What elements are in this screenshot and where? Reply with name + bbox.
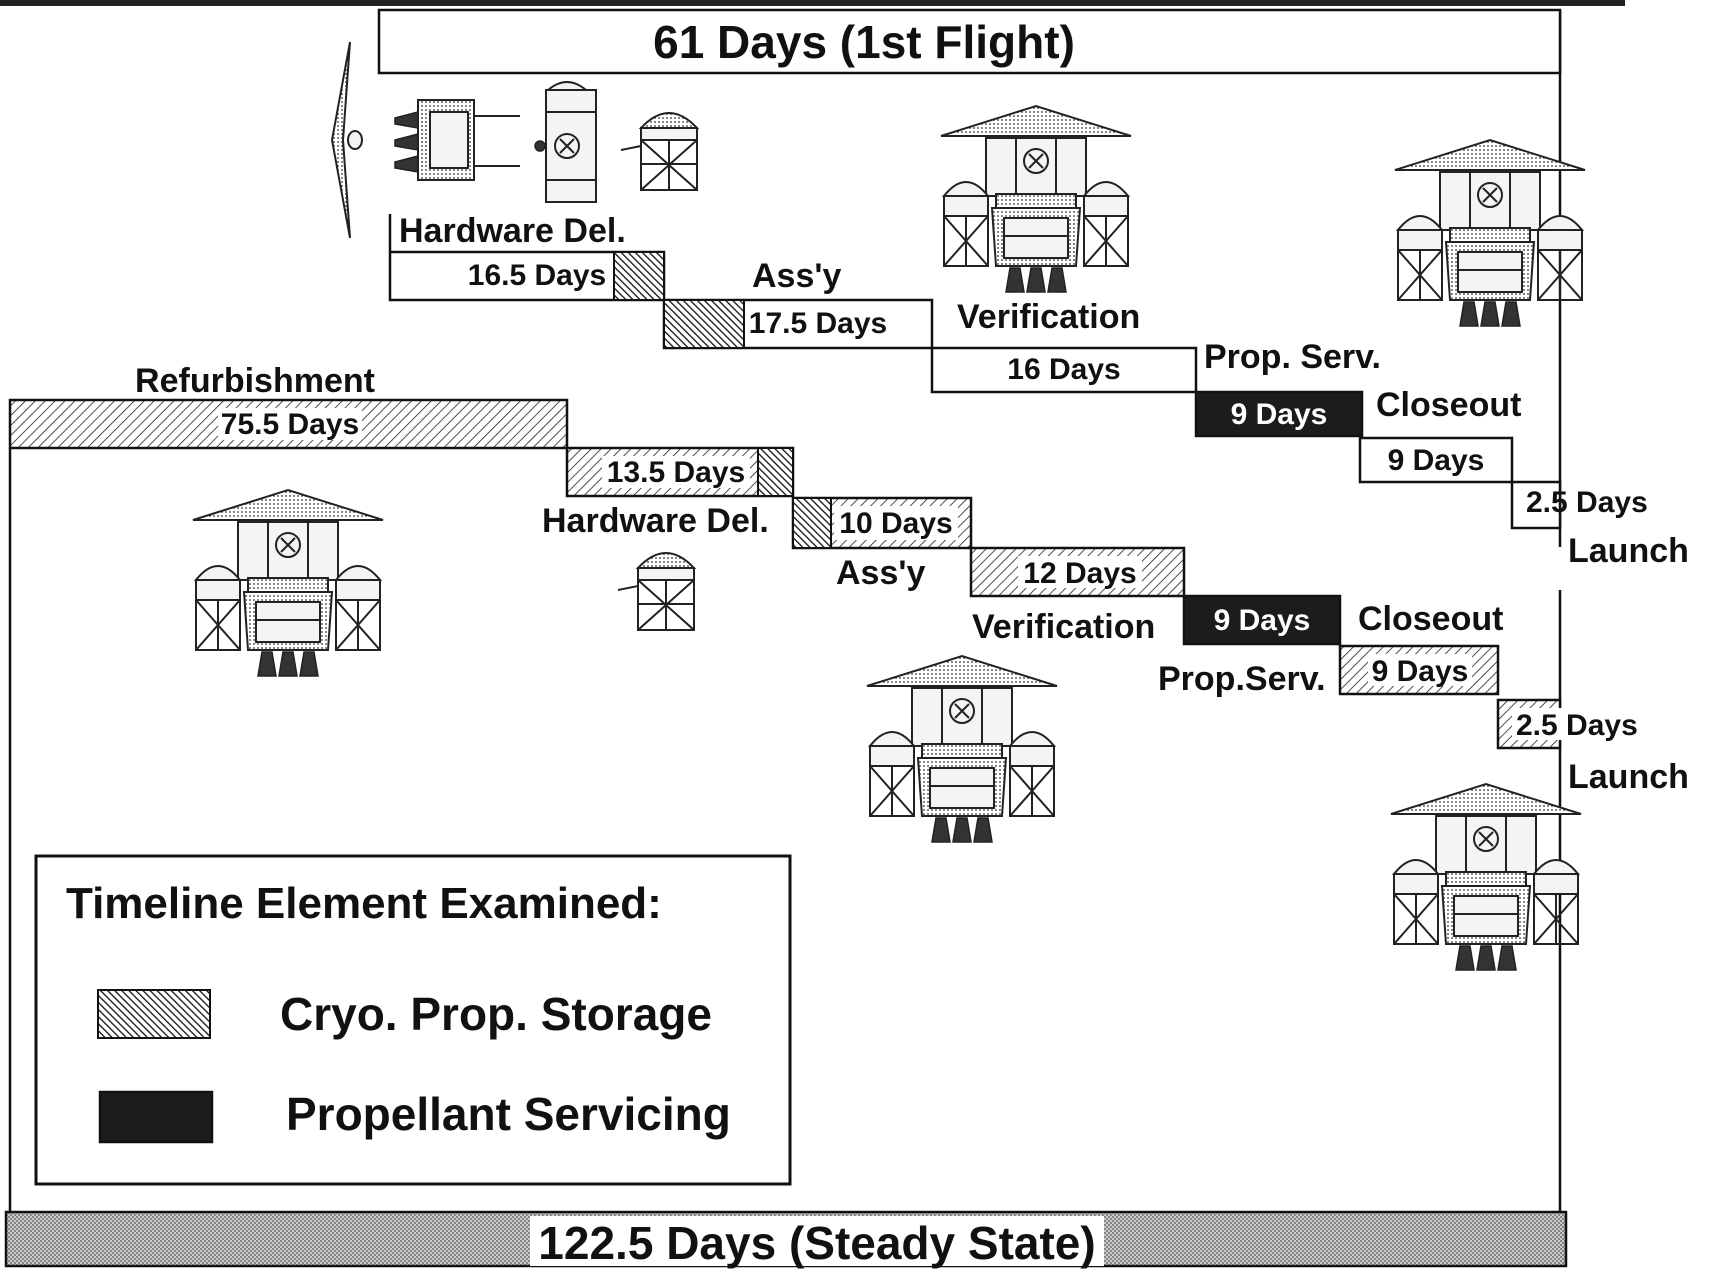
ss-hardware-del-cryo-segment: [757, 447, 794, 497]
ff-hardware-del-cryo-segment: [613, 251, 665, 301]
legend-swatch-propellant: [98, 1090, 214, 1144]
ff-verification-bar: [930, 346, 1198, 394]
lander-icon-refurbishment: [192, 489, 384, 677]
ff-hardware-del-label: Hardware Del.: [399, 212, 626, 250]
ff-prop-serv-days: 9 Days: [1231, 398, 1328, 431]
ss-refurbishment-label: Refurbishment: [135, 362, 375, 400]
ss-closeout-label: Closeout: [1358, 600, 1503, 638]
lander-icon-verification: [940, 105, 1132, 293]
ss-assy-cryo-segment: [792, 497, 832, 549]
propellant-tank-icon-ss: [617, 552, 695, 631]
ss-hardware-del-days: 13.5 Days: [607, 456, 745, 489]
first-flight-total-label: 61 Days (1st Flight): [653, 16, 1075, 68]
ff-prop-serv-bar: [1194, 390, 1364, 438]
top-rule: [0, 0, 1625, 6]
lander-icon-ss-verification: [866, 655, 1058, 843]
first-flight-total-bar: [377, 8, 1562, 75]
legend-swatch-cryo: [97, 989, 211, 1039]
ff-closeout-label: Closeout: [1376, 386, 1521, 424]
ff-assy-label: Ass'y: [752, 257, 841, 295]
ff-prop-serv-label: Prop. Serv.: [1204, 338, 1381, 376]
ss-assy-days: 10 Days: [839, 507, 952, 540]
ss-assy-label: Ass'y: [836, 554, 925, 592]
ff-verification-label: Verification: [957, 298, 1140, 336]
ss-verification-days: 12 Days: [1023, 557, 1136, 590]
crew-module-icon: [534, 81, 597, 203]
ss-launch-days: 2.5 Days: [1516, 709, 1638, 742]
ff-assy-cryo-segment: [663, 299, 745, 349]
ss-closeout-days: 9 Days: [1372, 655, 1469, 688]
ss-hardware-del-label: Hardware Del.: [542, 502, 769, 540]
legend-item-propellant-label: Propellant Servicing: [286, 1088, 731, 1140]
engine-module-icon: [394, 99, 520, 181]
ff-closeout-days: 9 Days: [1388, 444, 1485, 477]
solar-dish-icon: [330, 41, 363, 239]
ff-hardware-del-days: 16.5 Days: [468, 259, 606, 292]
ff-launch-bar: [1510, 480, 1562, 530]
steady-state-total-label: 122.5 Days (Steady State): [538, 1217, 1095, 1269]
ss-launch-label: Launch: [1568, 758, 1689, 796]
legend-box: [34, 854, 792, 1186]
ff-launch-label: Launch: [1568, 532, 1689, 570]
ff-verification-days: 16 Days: [1007, 353, 1120, 386]
ss-prop-serv-bar: [1182, 594, 1342, 646]
ff-assy-days: 17.5 Days: [749, 307, 887, 340]
ss-prop-serv-label: Prop.Serv.: [1158, 660, 1326, 698]
legend-title: Timeline Element Examined:: [66, 879, 662, 928]
ss-verification-label: Verification: [972, 608, 1155, 646]
propellant-tank-icon: [620, 112, 698, 191]
ss-refurbishment-days: 75.5 Days: [221, 408, 359, 441]
legend-item-cryo-label: Cryo. Prop. Storage: [280, 988, 712, 1040]
ss-prop-serv-days: 9 Days: [1214, 604, 1311, 637]
ff-closeout-bar: [1358, 436, 1514, 484]
lander-icon-ss-launch: [1390, 783, 1582, 971]
lander-icon-first-flight-launch: [1394, 139, 1586, 327]
ff-launch-days: 2.5 Days: [1526, 486, 1648, 519]
